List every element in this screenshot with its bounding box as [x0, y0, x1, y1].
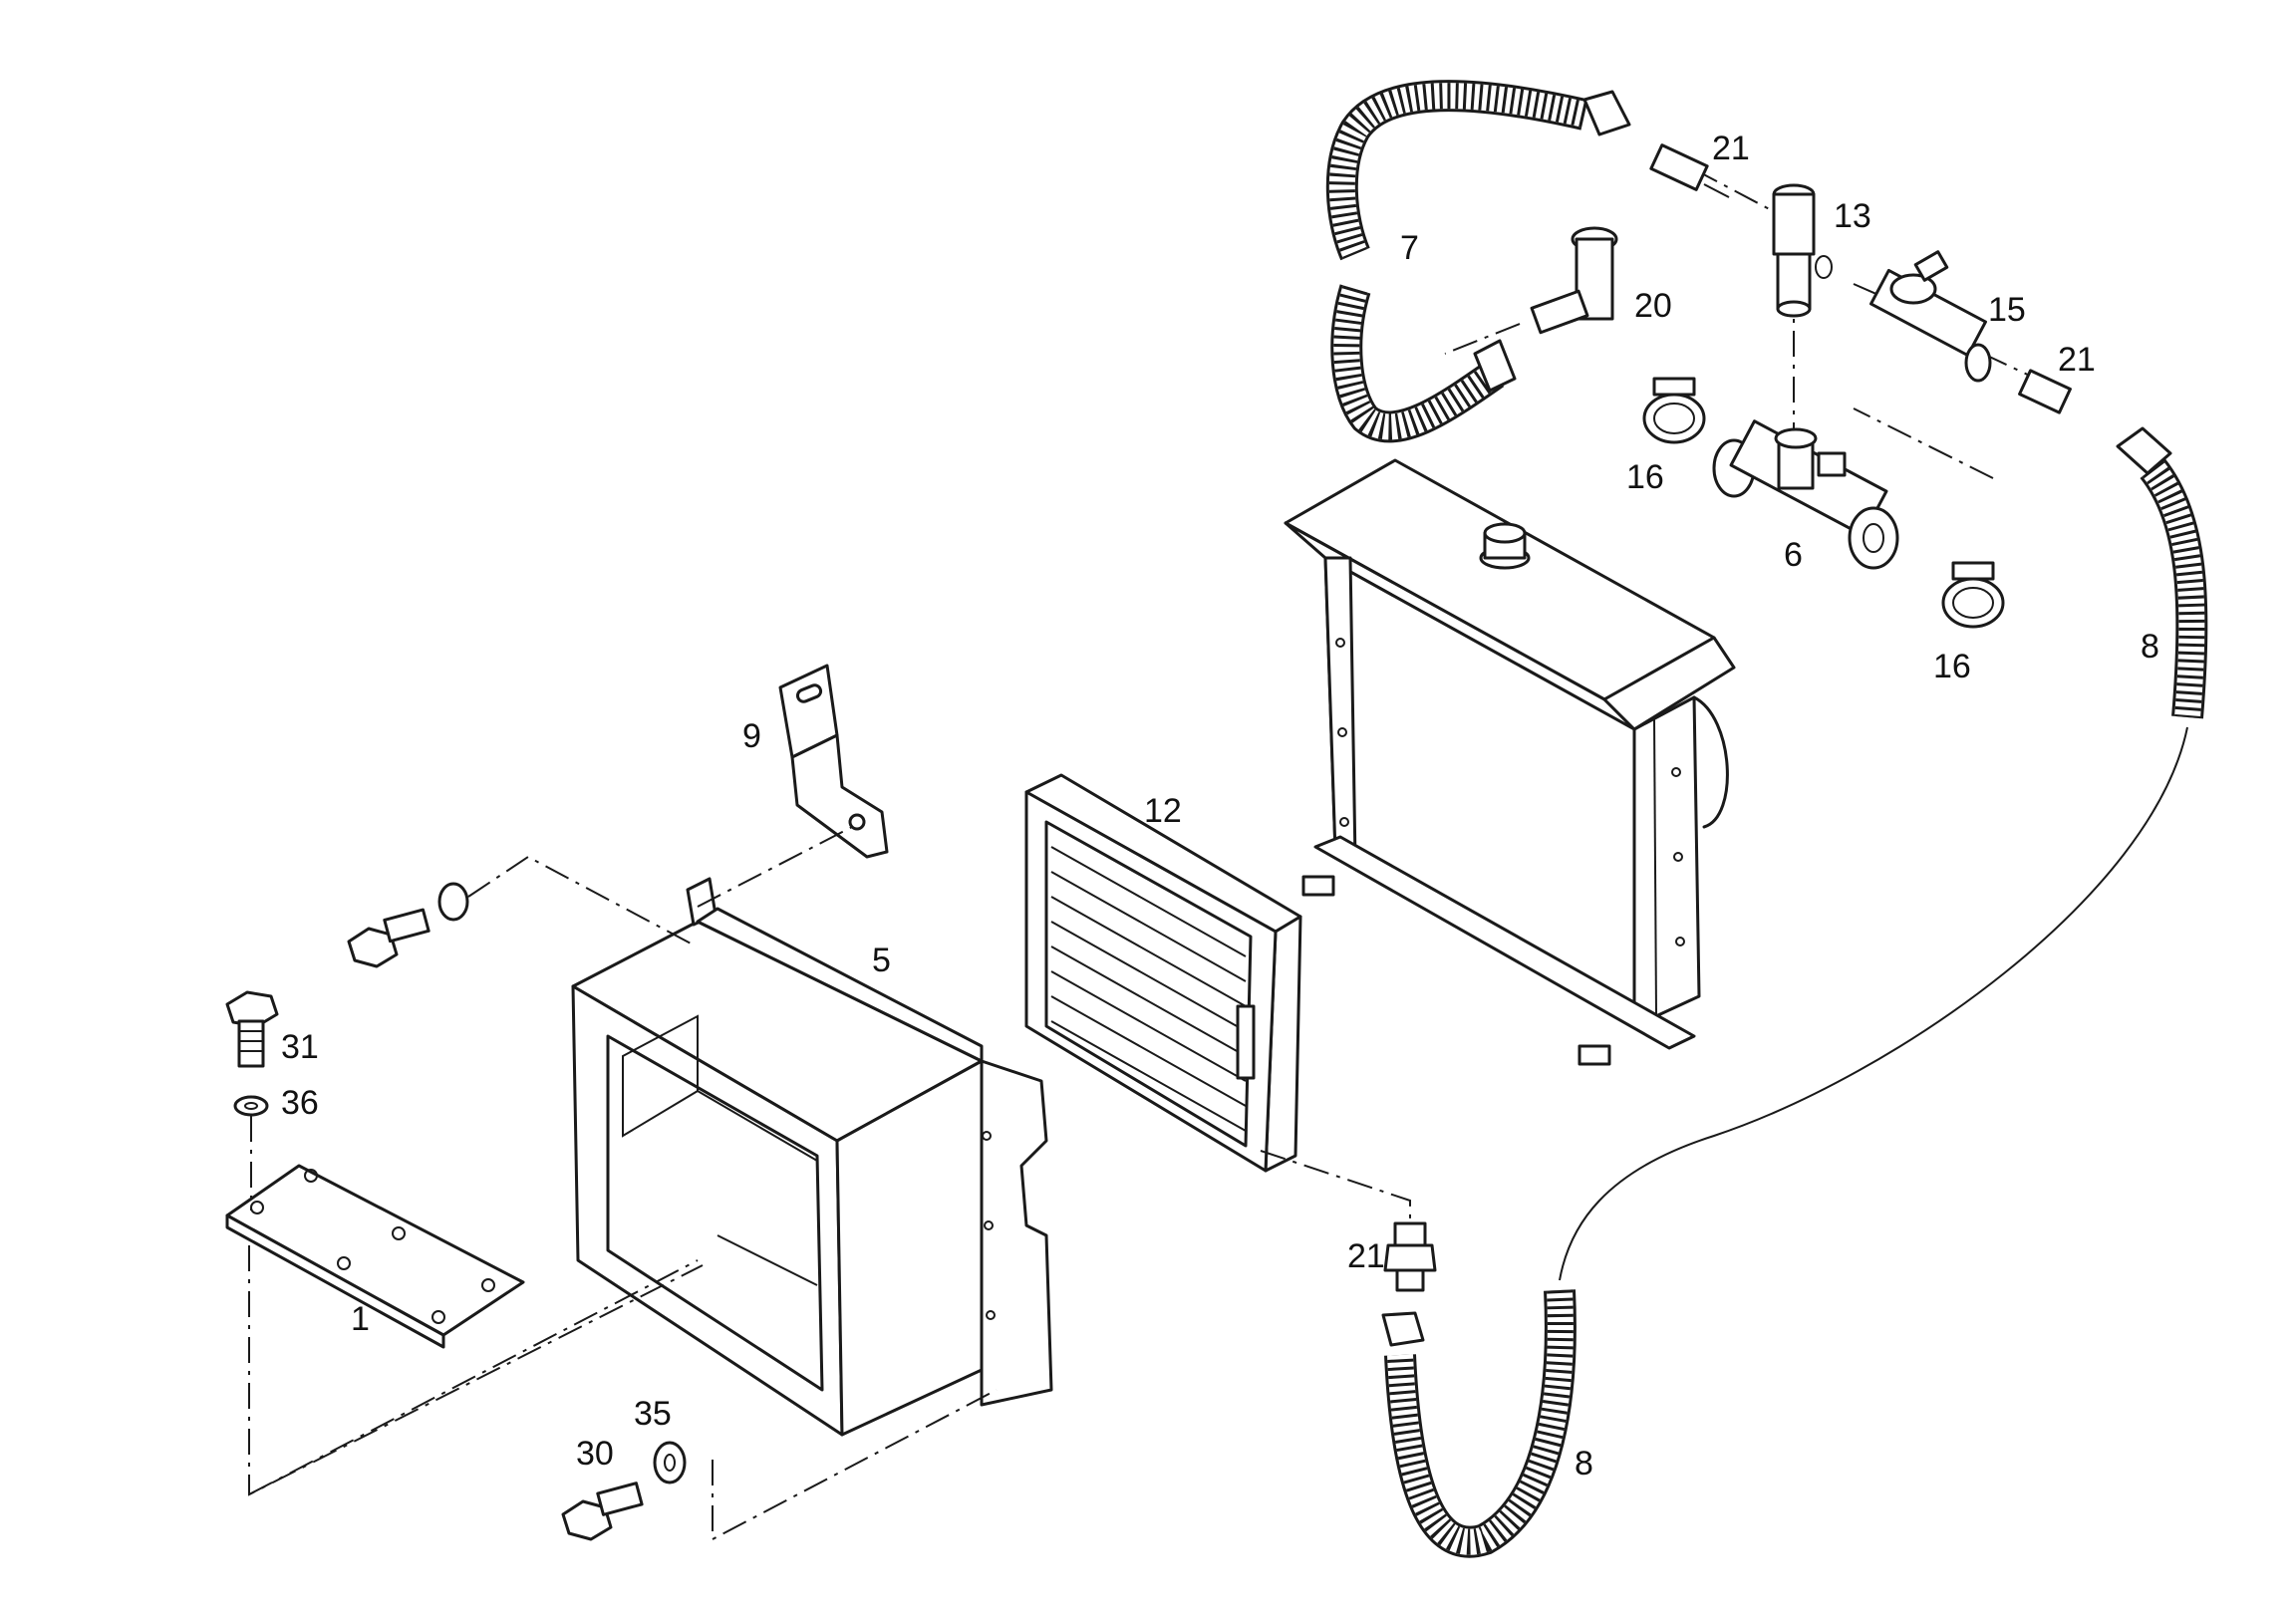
part-21-fitting-right	[2018, 369, 2072, 414]
callout-21-bottom: 21	[1347, 1237, 1385, 1275]
part-1-plate	[225, 1164, 525, 1349]
part-20-tee	[1530, 226, 1618, 335]
callout-16-left: 16	[1626, 458, 1664, 496]
callout-16-right: 16	[1933, 648, 1971, 685]
callout-5: 5	[872, 942, 891, 979]
callout-35: 35	[634, 1395, 672, 1433]
part-8-hose-upper	[2116, 426, 2208, 719]
part-16-clamp-left	[1642, 377, 1706, 444]
part-35-washer	[653, 1441, 687, 1484]
callout-1: 1	[351, 1300, 370, 1338]
radiator	[1284, 458, 1736, 1066]
part-31-bolt	[225, 990, 279, 1068]
part-13-valve	[1772, 183, 1833, 318]
callout-15: 15	[1988, 291, 2026, 329]
callout-13: 13	[1834, 197, 1871, 235]
callout-21-right: 21	[2058, 341, 2096, 379]
callout-8-upper: 8	[2141, 628, 2159, 666]
callout-7: 7	[1400, 229, 1419, 267]
callout-31: 31	[281, 1028, 319, 1066]
callout-9: 9	[742, 717, 761, 755]
callout-36: 36	[281, 1084, 319, 1122]
callout-20: 20	[1634, 287, 1672, 325]
assembly-lines	[248, 168, 2188, 1541]
part-21-fitting-bottom	[1383, 1221, 1437, 1292]
part-8-hose-lower	[1381, 1289, 1577, 1558]
part-12-shutter	[1024, 773, 1302, 1173]
part-7-hose	[1325, 80, 1631, 443]
callout-labels: 1 5 6 7 8 8 9 12 13 15 16 16 20 21 21 21…	[281, 130, 2159, 1483]
part-15-tap	[1869, 250, 1992, 383]
part-5-duct	[571, 877, 1053, 1437]
callout-12: 12	[1144, 792, 1182, 830]
part-6-tee-pipe	[1712, 419, 1899, 570]
callout-30: 30	[576, 1435, 614, 1473]
upper-bolt	[347, 882, 469, 968]
callout-6: 6	[1784, 536, 1803, 574]
part-36-washer	[233, 1095, 269, 1117]
callout-21-top: 21	[1712, 130, 1750, 167]
part-30-bolt	[561, 1482, 644, 1541]
part-21-fitting-top	[1649, 143, 1730, 198]
part-16-clamp-right	[1941, 561, 2005, 629]
callout-8-lower: 8	[1575, 1445, 1593, 1483]
part-9-bracket	[778, 664, 889, 859]
